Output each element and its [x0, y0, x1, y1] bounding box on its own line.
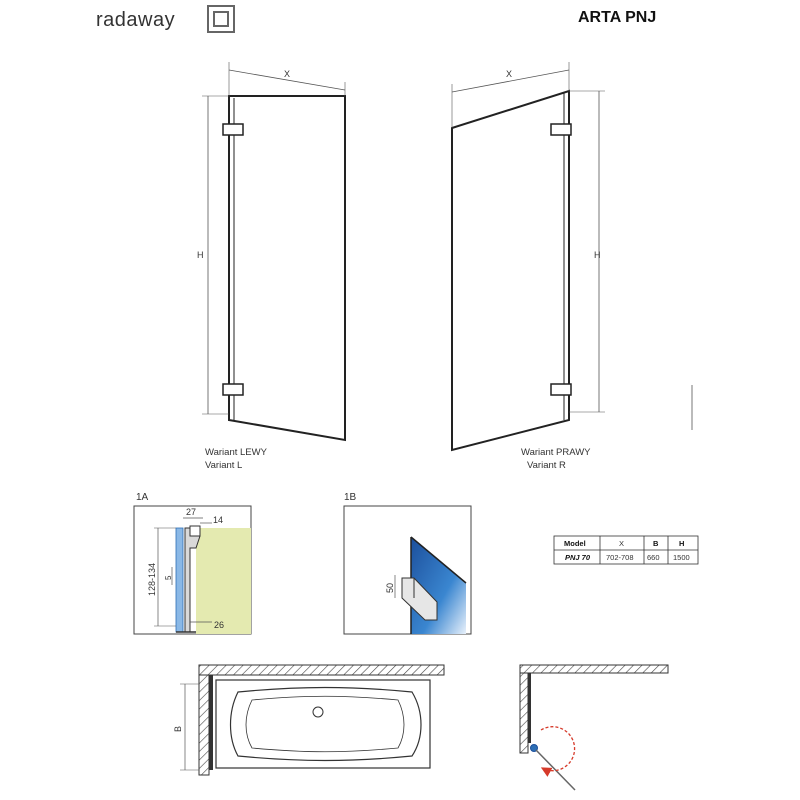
table-cell-x: 702-708: [606, 553, 634, 562]
table-cell-h: 1500: [673, 553, 690, 562]
logo-square-icon: [207, 5, 235, 33]
door-swing-detail: [519, 664, 669, 791]
dim-label-h: H: [594, 250, 601, 260]
wall-area: [196, 528, 251, 634]
dim-26: 26: [214, 620, 224, 630]
table-cell-model: PNJ 70: [565, 553, 591, 562]
plan-view-bathtub: B: [173, 664, 445, 776]
right-panel-view: X H Wariant PRAWY Variant R: [451, 62, 693, 471]
dim-5: 5: [164, 575, 173, 580]
variant-right-label-pl: Wariant PRAWY: [521, 447, 591, 458]
dim-label-x: X: [284, 69, 290, 79]
table-header-model: Model: [564, 539, 586, 548]
detail-1b-title: 1B: [344, 492, 357, 503]
table-header-b: B: [653, 539, 659, 548]
dim-label-h: H: [197, 250, 204, 260]
left-panel-view: X H Wariant LEWY Variant L: [197, 62, 346, 471]
brand-logo-text: radaway: [96, 9, 175, 31]
detail-1a: 1A 27 14 128-134 5 26: [133, 492, 252, 635]
glass-panel: [228, 95, 346, 442]
bathtub-basin: [229, 686, 422, 762]
hinge-top: [222, 123, 244, 136]
glass-panel: [451, 89, 570, 452]
variant-right-label-en: Variant R: [527, 460, 566, 471]
dim-label-x: X: [506, 69, 512, 79]
detail-1b: 1B 50: [343, 492, 472, 635]
swing-arrow-icon: [540, 726, 576, 777]
detail-1a-title: 1A: [136, 492, 149, 503]
product-title: ARTA PNJ: [578, 9, 656, 26]
dim-line-x: [228, 69, 346, 91]
dim-14: 14: [213, 515, 223, 525]
spec-table: Model X B H PNJ 70 702-708 660 1500: [553, 535, 699, 565]
wall-top: [198, 664, 445, 676]
wall-left: [519, 672, 529, 754]
hinge-top: [550, 123, 572, 136]
wall-left: [198, 674, 210, 776]
wall-top: [519, 664, 669, 674]
hinge-bottom: [222, 383, 244, 396]
dim-line-x: [451, 69, 570, 93]
brand-logo: radaway: [96, 5, 235, 33]
table-cell-b: 660: [647, 553, 660, 562]
hinge-pivot-icon: [530, 744, 538, 752]
dim-50: 50: [385, 583, 395, 593]
fixed-glass: [528, 673, 531, 743]
table-header-x: X: [619, 539, 624, 548]
dim-128-134: 128-134: [147, 563, 157, 596]
variant-left-label-en: Variant L: [205, 460, 242, 471]
dim-label-b: B: [173, 726, 183, 732]
hinge-bottom: [550, 383, 572, 396]
table-header-h: H: [679, 539, 684, 548]
drain-icon: [312, 706, 324, 718]
variant-left-label-pl: Wariant LEWY: [205, 447, 268, 458]
glass-section: [175, 527, 184, 633]
dim-27: 27: [186, 507, 196, 517]
glass-panel-plan: [209, 675, 213, 770]
